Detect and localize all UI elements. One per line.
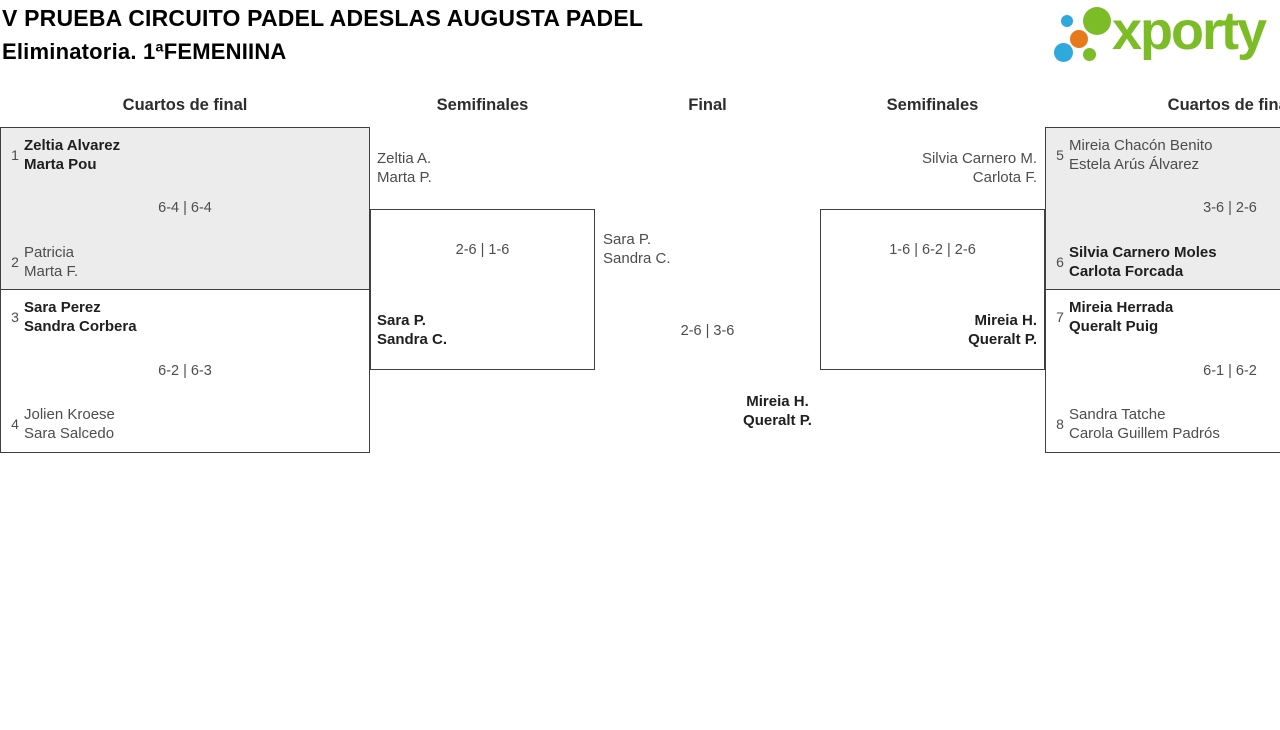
match-score: 3-6 | 2-6 xyxy=(1203,200,1257,216)
match-score: 2-6 | 1-6 xyxy=(455,242,510,258)
player-name: Mireia H. xyxy=(746,393,809,410)
page-title: V PRUEBA CIRCUITO PADEL ADESLAS AUGUSTA … xyxy=(2,5,644,31)
match-score: 6-4 | 6-4 xyxy=(158,200,212,216)
logo-wordmark: xporty xyxy=(1112,1,1267,61)
player-name: Mireia Herrada xyxy=(1069,299,1174,316)
match-score: 6-1 | 6-2 xyxy=(1203,363,1257,379)
match-score: 1-6 | 6-2 | 2-6 xyxy=(889,242,976,258)
player-name: Silvia Carnero Moles xyxy=(1069,244,1217,261)
player-name: Carlota Forcada xyxy=(1069,263,1184,280)
page-subtitle: Eliminatoria. 1ªFEMENIINA xyxy=(2,39,287,64)
seed-number: 8 xyxy=(1056,416,1064,432)
column-header-sf-right: Semifinales xyxy=(886,96,979,114)
column-header-final: Final xyxy=(688,96,727,114)
player-name: Marta F. xyxy=(24,263,79,280)
logo-dot-icon xyxy=(1070,30,1088,48)
logo-dot-icon xyxy=(1061,15,1073,27)
team-label[interactable]: Mireia H. Queralt P. xyxy=(820,311,1037,349)
player-name: Marta Pou xyxy=(24,156,97,173)
player-name: Jolien Kroese xyxy=(24,406,115,423)
team-entry[interactable]: 1 Zeltia Alvarez Marta Pou xyxy=(8,136,120,174)
column-header-qf-right: Cuartos de final xyxy=(1167,96,1280,114)
team-entry[interactable]: 7 Mireia Herrada Queralt Puig xyxy=(1053,298,1173,336)
column-header-qf-left: Cuartos de final xyxy=(122,96,248,114)
match-box-qf1[interactable] xyxy=(0,127,370,290)
player-name: Sara P. xyxy=(603,231,652,248)
champion-label[interactable]: Mireia H. Queralt P. xyxy=(665,392,890,430)
seed-number: 5 xyxy=(1056,147,1064,163)
team-entry[interactable]: 3 Sara Perez Sandra Corbera xyxy=(8,298,137,336)
player-name: Queralt Puig xyxy=(1069,318,1159,335)
player-name: Sandra C. xyxy=(603,250,671,267)
player-name: Sandra C. xyxy=(377,331,448,348)
team-entry[interactable]: 6 Silvia Carnero Moles Carlota Forcada xyxy=(1053,243,1217,281)
match-score: 6-2 | 6-3 xyxy=(158,363,212,379)
player-name: Zeltia Alvarez xyxy=(24,137,121,154)
team-entry[interactable]: 8 Sandra Tatche Carola Guillem Padrós xyxy=(1053,405,1220,443)
team-label[interactable]: Zeltia A. Marta P. xyxy=(377,149,432,187)
player-name: Sara P. xyxy=(377,312,426,329)
player-name: Sandra Tatche xyxy=(1069,406,1166,423)
seed-number: 2 xyxy=(11,254,19,270)
seed-number: 4 xyxy=(11,416,19,432)
player-name: Sandra Corbera xyxy=(24,318,137,335)
player-name: Mireia H. xyxy=(974,312,1037,329)
seed-number: 7 xyxy=(1056,309,1064,325)
team-entry[interactable]: 2 Patricia Marta F. xyxy=(8,243,78,281)
logo-dot-icon xyxy=(1083,7,1111,35)
player-name: Patricia xyxy=(24,244,75,261)
player-name: Estela Arús Álvarez xyxy=(1069,156,1200,173)
player-name: Sara Salcedo xyxy=(24,425,115,442)
player-name: Mireia Chacón Benito xyxy=(1069,137,1213,154)
player-name: Carlota F. xyxy=(972,169,1037,186)
xporty-logo[interactable]: xporty xyxy=(1050,1,1278,74)
match-box-sf-left[interactable] xyxy=(370,209,595,370)
match-box-qf3[interactable] xyxy=(1045,127,1280,290)
seed-number: 3 xyxy=(11,309,19,325)
team-entry[interactable]: 5 Mireia Chacón Benito Estela Arús Álvar… xyxy=(1053,136,1212,174)
team-label[interactable]: Sara P. Sandra C. xyxy=(377,311,447,349)
team-label[interactable]: Sara P. Sandra C. xyxy=(603,230,671,268)
match-box-qf4[interactable] xyxy=(1045,289,1280,453)
team-entry[interactable]: 4 Jolien Kroese Sara Salcedo xyxy=(8,405,115,443)
player-name: Carola Guillem Padrós xyxy=(1069,425,1220,442)
player-name: Silvia Carnero M. xyxy=(921,150,1037,167)
player-name: Zeltia A. xyxy=(377,150,432,167)
match-box-qf2[interactable] xyxy=(0,289,370,453)
column-header-sf-left: Semifinales xyxy=(436,96,529,114)
player-name: Queralt P. xyxy=(968,331,1037,348)
seed-number: 6 xyxy=(1056,254,1064,270)
player-name: Queralt P. xyxy=(743,412,812,429)
logo-dot-icon xyxy=(1054,43,1073,62)
player-name: Sara Perez xyxy=(24,299,101,316)
logo-dot-icon xyxy=(1083,48,1096,61)
player-name: Marta P. xyxy=(377,169,432,186)
team-label[interactable]: Silvia Carnero M. Carlota F. xyxy=(820,149,1037,187)
seed-number: 1 xyxy=(11,147,19,163)
match-score: 2-6 | 3-6 xyxy=(680,323,735,339)
match-box-sf-right[interactable] xyxy=(820,209,1045,370)
